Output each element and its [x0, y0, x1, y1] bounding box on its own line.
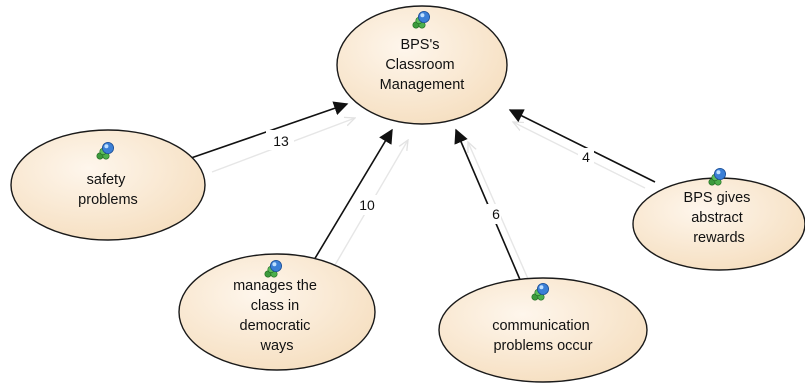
node-rewards-label: BPS gives abstract rewards — [684, 190, 755, 246]
edge-label-communication: 6 — [492, 206, 500, 222]
edge-label-safety: 13 — [273, 133, 289, 149]
node-center-label: BPS's Classroom Management — [380, 37, 465, 93]
node-safety-label: safety problems — [78, 172, 138, 208]
node-communication-label: communication problems occur — [492, 318, 594, 354]
node-democratic-label: manages the class in democratic ways — [233, 278, 321, 354]
node-rewards[interactable]: BPS gives abstract rewards — [632, 167, 805, 271]
node-center[interactable]: BPS's Classroom Management — [336, 5, 508, 125]
node-democratic[interactable]: manages the class in democratic ways — [178, 253, 376, 371]
edge-label-rewards: 4 — [582, 149, 590, 165]
edge-labels: 13 10 6 4 — [266, 130, 594, 224]
edge-democratic[interactable] — [310, 128, 393, 266]
node-communication[interactable]: communication problems occur — [438, 277, 648, 383]
node-safety[interactable]: safety problems — [10, 129, 206, 241]
edge-rewards[interactable] — [508, 109, 656, 183]
edge-label-democratic: 10 — [359, 197, 375, 213]
